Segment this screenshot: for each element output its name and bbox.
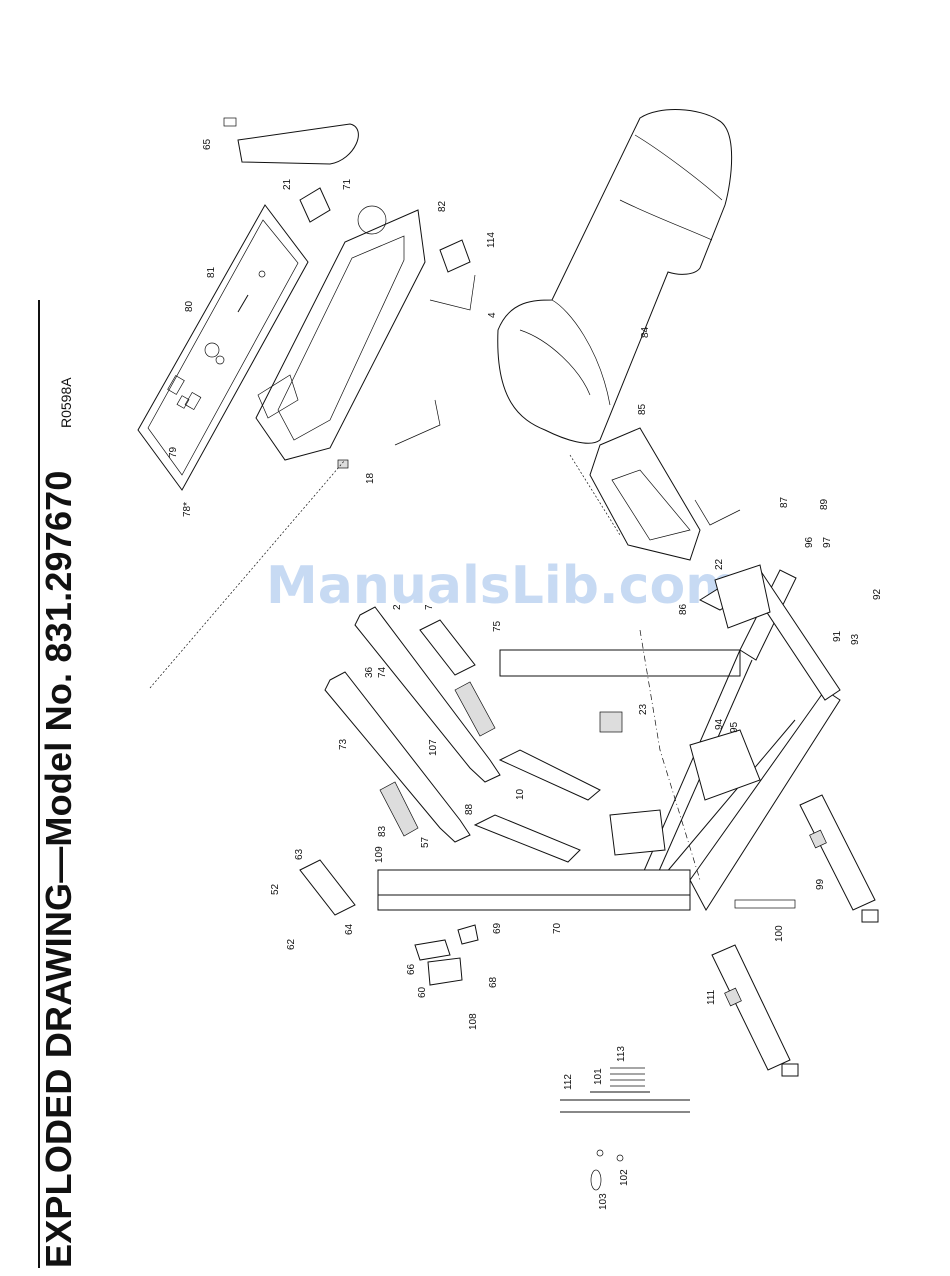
part-label: 70 (552, 922, 563, 934)
part-label: 109 (374, 846, 385, 863)
foot-99-right (800, 795, 875, 910)
part-label: 91 (832, 630, 843, 642)
part-label: 85 (637, 403, 648, 415)
part-label: 52 (270, 883, 281, 895)
bracket-114 (440, 240, 470, 272)
part-label: 68 (488, 976, 499, 988)
part-label: 64 (344, 923, 355, 935)
part-label: 69 (492, 922, 503, 934)
part-label: 101 (593, 1068, 604, 1085)
part-label: 108 (468, 1013, 479, 1030)
endcap-64-left (300, 860, 355, 915)
upright-left (378, 870, 690, 895)
part-label: 21 (282, 178, 293, 190)
part-label: 62 (286, 938, 297, 950)
part-label: 107 (428, 739, 439, 756)
part-label: 114 (486, 232, 497, 248)
part-label: 18 (365, 472, 376, 484)
part-label: 95 (729, 721, 740, 733)
part-label: 88 (464, 803, 475, 815)
bracket-86 (610, 810, 665, 855)
part-label: 71 (342, 178, 353, 190)
part-label: 83 (377, 825, 388, 837)
part-label: 7 (424, 604, 435, 610)
part-label: 99 (815, 878, 826, 890)
part-label: 75 (492, 620, 503, 632)
part-label: 89 (819, 498, 830, 510)
part-label: 100 (774, 925, 785, 942)
part-label: 22 (714, 558, 725, 570)
part-label: 79 (168, 446, 179, 458)
part-label: 113 (616, 1046, 627, 1062)
part-65 (238, 124, 358, 164)
part-label: 80 (184, 300, 195, 312)
part-label: 63 (294, 848, 305, 860)
motor-hood (498, 110, 732, 444)
part-label: 60 (417, 986, 428, 998)
part-label: 112 (563, 1074, 574, 1090)
foot-99-left (712, 945, 790, 1070)
part-label: 82 (437, 200, 448, 212)
part-label: 102 (619, 1169, 630, 1186)
part-label: 86 (678, 603, 689, 615)
motor-cover (590, 428, 700, 560)
upright-10-a (475, 815, 580, 862)
part-label: 97 (822, 536, 833, 548)
part-label: 84 (640, 326, 651, 338)
part-label: 2 (392, 604, 403, 610)
bracket-71 (300, 188, 330, 222)
part-label: 66 (406, 963, 417, 975)
part-label: 78* (182, 502, 193, 517)
endcap-64-right (420, 620, 475, 675)
part-label: 36 (364, 666, 375, 678)
part-label: 23 (638, 703, 649, 715)
part-label: 65 (202, 138, 213, 150)
part-label: 74 (377, 666, 388, 678)
part-label: 103 (598, 1193, 609, 1210)
part-label: 10 (515, 788, 526, 800)
part-label: 4 (487, 312, 498, 318)
part-label: 81 (206, 266, 217, 278)
part-label: 73 (338, 738, 349, 750)
part-label: 57 (420, 836, 431, 848)
part-label: 96 (804, 536, 815, 548)
part-label: 94 (714, 718, 725, 730)
part-label: 111 (706, 989, 717, 1005)
part-label: 92 (872, 588, 883, 600)
part-label: 87 (779, 496, 790, 508)
part-label: 93 (850, 633, 861, 645)
